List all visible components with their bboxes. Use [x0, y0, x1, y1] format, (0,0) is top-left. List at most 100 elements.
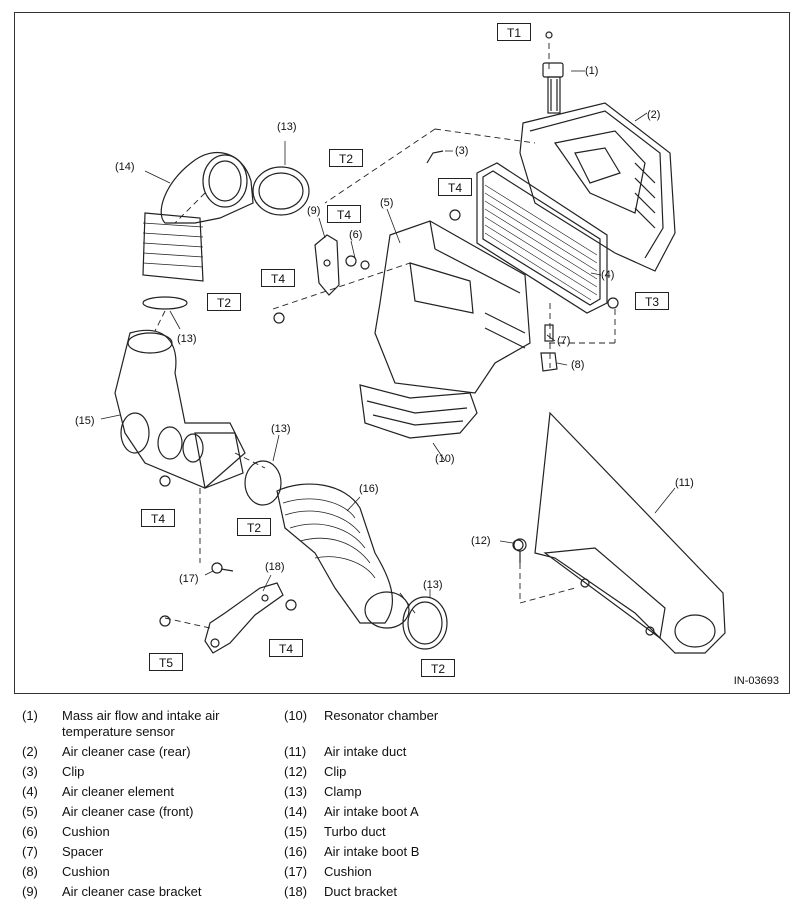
mass-air-flow-sensor [542, 31, 564, 114]
legend-item: (10)Resonator chamber [284, 708, 654, 724]
legend-item: (15) Turbo duct [284, 824, 654, 840]
legend-item: (14)Air intake boot A [284, 804, 654, 820]
callout-13: (13) [423, 579, 443, 591]
parts-drawing [100, 31, 726, 654]
legend-item: (13) Clamp [284, 784, 654, 800]
assembly-guide-lines [154, 43, 616, 629]
callout-14: (14) [115, 161, 135, 173]
legend-number: (3) [22, 764, 38, 779]
legend-item: (12) Clip [284, 764, 654, 780]
callout-6: (6) [349, 229, 363, 241]
torque-tag-t2: T2 [207, 293, 241, 311]
callout-11: (11) [675, 477, 694, 489]
legend-item: (16) Air intake boot B [284, 844, 654, 860]
air-cleaner-case-bracket [314, 234, 340, 296]
legend-number: (8) [22, 864, 38, 879]
legend-item: (4) Air cleaner element [22, 784, 392, 800]
legend-text: Air cleaner case (front) [62, 804, 194, 819]
callout-13: (13) [277, 121, 297, 133]
legend-text: Duct bracket [324, 884, 397, 899]
legend-text: Air intake duct [324, 744, 407, 759]
cushion-6 [345, 255, 370, 270]
callout-12: (12) [471, 535, 491, 547]
callout-3: (3) [455, 145, 469, 157]
legend-number: (9) [22, 884, 38, 899]
callout-17: (17) [179, 573, 199, 585]
clip-3 [426, 150, 444, 164]
legend-item: (7) Spacer [22, 844, 392, 860]
callout-4: (4) [601, 269, 615, 281]
legend-text: Clip [324, 764, 347, 779]
legend-item: (6)Cushion [22, 824, 392, 840]
torque-tag-t5: T5 [149, 653, 183, 671]
duct-bracket [204, 582, 284, 654]
legend-text: Cushion [324, 864, 372, 879]
leader-lines [100, 70, 676, 598]
callout-15: (15) [75, 415, 95, 427]
callout-10: (10) [435, 453, 455, 465]
exploded-parts-diagram: T1 T2 T2 T2 T2 T3 T4 T4 T4 T4 T4 T5 (1) … [14, 12, 790, 694]
resonator-chamber [359, 384, 478, 439]
legend-number: (5) [22, 804, 38, 819]
callout-9: (9) [307, 205, 321, 217]
legend-text: Cushion [62, 824, 110, 839]
legend-text: Cushion [62, 864, 110, 879]
legend-item: (9) Air cleaner case bracket [22, 884, 392, 900]
legend-text: Spacer [62, 844, 104, 859]
legend-item: (8) Cushion [22, 864, 392, 880]
legend-text: Air cleaner element [62, 784, 174, 799]
torque-tag-t4: T4 [269, 639, 303, 657]
air-cleaner-element [476, 162, 608, 314]
legend-column-right: (10)Resonator chamber (11)Air intake duc… [284, 708, 654, 904]
callout-7: (7) [557, 335, 571, 347]
legend-number: (2) [22, 744, 38, 759]
legend-number: (10) [284, 708, 308, 723]
torque-tag-t4: T4 [141, 509, 175, 527]
torque-tag-t3: T3 [635, 292, 669, 310]
legend-item: (11)Air intake duct [284, 744, 654, 760]
legend-number: (16) [284, 844, 308, 859]
legend-item: (17)Cushion [284, 864, 654, 880]
legend-item: (1) Mass air flow and intake air temperat… [22, 708, 392, 740]
legend-number: (4) [22, 784, 38, 799]
cushion-17 [211, 562, 234, 574]
legend-text: Turbo duct [324, 824, 386, 839]
torque-tag-t4: T4 [261, 269, 295, 287]
torque-tag-t4: T4 [327, 205, 361, 223]
legend-text: Air intake boot A [324, 804, 419, 819]
torque-tag-t1: T1 [497, 23, 531, 41]
legend-item: (18) Duct bracket [284, 884, 654, 900]
legend-number: (1) [22, 708, 38, 723]
legend-item: (5) Air cleaner case (front) [22, 804, 392, 820]
callout-16: (16) [359, 483, 379, 495]
legend-number: (13) [284, 784, 308, 799]
air-intake-duct [534, 411, 726, 654]
legend-number: (18) [284, 884, 308, 899]
figure-id: IN-03693 [733, 675, 779, 687]
torque-tag-t2: T2 [421, 659, 455, 677]
callout-13: (13) [177, 333, 197, 345]
cushion-8 [540, 352, 558, 372]
air-intake-boot-b [276, 483, 410, 629]
callout-8: (8) [571, 359, 585, 371]
callout-2: (2) [647, 109, 661, 121]
clip-12 [513, 538, 527, 563]
bolts [159, 209, 619, 627]
callout-1: (1) [585, 65, 599, 77]
legend-column-left: (1) Mass air flow and intake air temperat… [22, 708, 392, 904]
legend-text: Air cleaner case bracket [62, 884, 202, 899]
legend-item: (3) Clip [22, 764, 392, 780]
parts-legend: (1) Mass air flow and intake air temperat… [22, 708, 802, 913]
legend-text: Air intake boot B [324, 844, 420, 859]
torque-tag-t4: T4 [438, 178, 472, 196]
spacer [544, 324, 554, 342]
legend-number: (15) [284, 824, 308, 839]
air-intake-boot-a [142, 152, 254, 282]
legend-number: (12) [284, 764, 308, 779]
air-cleaner-case-front [374, 220, 531, 394]
legend-text: Clamp [324, 784, 362, 799]
legend-text: Clip [62, 764, 85, 779]
torque-tag-t2: T2 [329, 149, 363, 167]
legend-text: Mass air flow and intake air temperature… [62, 708, 220, 739]
legend-number: (7) [22, 844, 38, 859]
